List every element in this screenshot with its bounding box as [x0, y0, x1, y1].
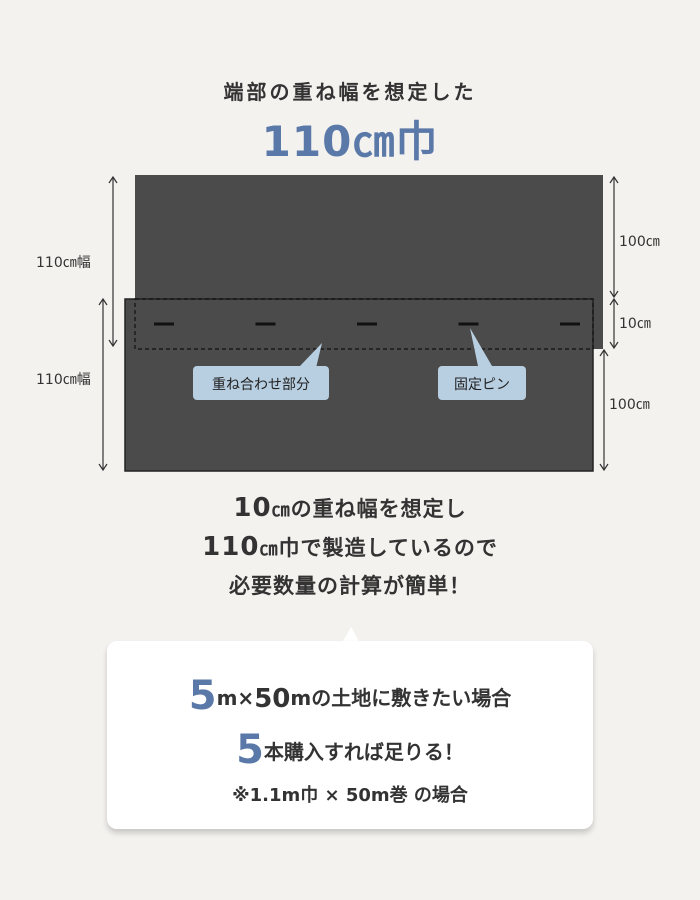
example-line-1-text: の土地に敷きたい場合 [311, 686, 512, 710]
example-box-pointer [343, 627, 359, 641]
fixing-pin [458, 322, 479, 326]
explanation-line-1: 10㎝の重ね幅を想定し [0, 490, 700, 529]
left-bottom-dimension [98, 297, 108, 472]
right-mid-dimension [609, 297, 619, 350]
roll-count-number: 5 [236, 727, 264, 773]
example-line-2-text: 本購入すれば足りる！ [263, 740, 464, 764]
area-length-unit: m [290, 686, 312, 710]
fixing-pin [560, 322, 580, 326]
header-title: 110㎝巾 [261, 117, 439, 166]
pin-group [154, 322, 580, 326]
left-top-label: 110㎝幅 [36, 255, 91, 271]
overlap-width-unit: ㎝ [271, 500, 291, 521]
pin-tag-label: 固定ピン [454, 377, 510, 393]
overlap-width-number: 10 [233, 493, 272, 523]
right-mid-label: 10㎝ [619, 316, 651, 332]
pin-tag: 固定ピン [438, 328, 526, 400]
fixing-pin [357, 322, 377, 326]
example-box: 5m×50mの土地に敷きたい場合 5本購入すれば足りる！ ※1.1m巾 × 50… [107, 641, 593, 829]
explanation-line-1-text: の重ね幅を想定し [290, 497, 467, 521]
area-length-number: 50 [254, 684, 291, 714]
area-width-unit: m× [216, 686, 255, 710]
right-top-dimension [609, 175, 619, 299]
header-subtitle: 端部の重ね幅を想定した [223, 80, 477, 104]
example-note: ※1.1m巾 × 50m巻 の場合 [232, 785, 468, 806]
area-width-number: 5 [188, 673, 217, 719]
example-line-2: 5本購入すれば足りる！ [107, 727, 593, 773]
explanation-line-2-text: 巾で製造しているので [278, 536, 498, 560]
left-top-dimension [108, 175, 118, 348]
fixing-pin [255, 322, 276, 326]
overlap-tag-label: 重ね合わせ部分 [212, 377, 310, 393]
right-bottom-label: 100㎝ [609, 397, 650, 413]
example-line-1: 5m×50mの土地に敷きたい場合 [107, 673, 593, 719]
explanation-line-3: 必要数量の計算が簡単！ [229, 574, 471, 598]
fixing-pin [154, 322, 174, 326]
roll-width-unit: ㎝ [259, 539, 279, 560]
overlap-dashed-outline [134, 298, 594, 350]
overlap-tag: 重ね合わせ部分 [193, 343, 329, 400]
explanation-line-2: 110㎝巾で製造しているので [0, 529, 700, 568]
roll-width-number: 110 [202, 532, 260, 562]
right-top-label: 100㎝ [619, 234, 660, 250]
right-bottom-dimension [599, 348, 609, 472]
left-bottom-label: 110㎝幅 [36, 372, 91, 388]
explanation-text: 10㎝の重ね幅を想定し 110㎝巾で製造しているので 必要数量の計算が簡単！ [0, 490, 700, 605]
